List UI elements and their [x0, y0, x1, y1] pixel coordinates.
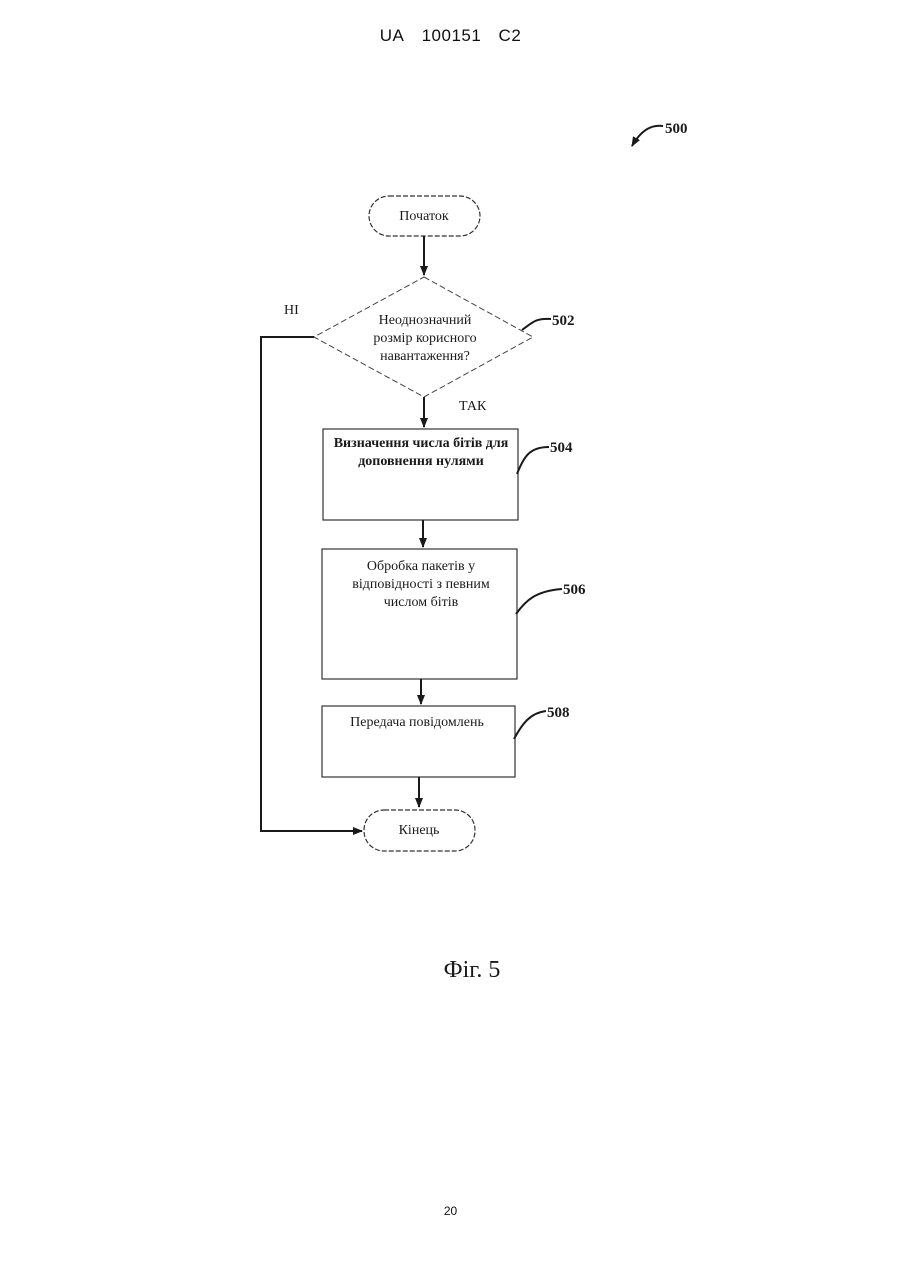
step-506-box: Обробка пакетів у відповідності з певним… [322, 549, 517, 679]
svg-text:506: 506 [563, 582, 586, 598]
ref-508: 508 [514, 705, 570, 739]
no-label: НІ [284, 303, 299, 318]
figure-caption: Фіг. 5 [444, 957, 501, 983]
svg-text:502: 502 [552, 313, 575, 329]
svg-text:504: 504 [550, 440, 573, 456]
decision-line-3: навантаження? [380, 349, 470, 364]
decision-line-2: розмір корисного [373, 331, 476, 346]
decision-line-1: Неоднозначний [379, 313, 472, 328]
start-terminal: Початок [369, 196, 480, 236]
ref-506: 506 [516, 582, 586, 614]
step-508-line-1: Передача повідомлень [350, 715, 484, 730]
step-508-box: Передача повідомлень [322, 706, 515, 777]
figure-ref-500: 500 [632, 121, 688, 146]
svg-text:508: 508 [547, 705, 570, 721]
ref-502: 502 [522, 313, 575, 330]
end-terminal: Кінець [364, 810, 475, 851]
decision-diamond: Неоднозначний розмір корисного навантаже… [314, 277, 533, 397]
ref-504: 504 [517, 440, 573, 474]
end-label: Кінець [399, 823, 440, 838]
yes-label: ТАК [459, 399, 487, 414]
step-506-line-3: числом бітів [384, 595, 459, 610]
step-506-line-2: відповідності з певним [352, 577, 490, 592]
svg-text:500: 500 [665, 121, 688, 137]
step-506-line-1: Обробка пакетів у [367, 559, 475, 574]
step-504-line-1: Визначення числа бітів для [334, 436, 509, 451]
page-number: 20 [0, 1204, 901, 1218]
step-504-box: Визначення числа бітів для доповнення ну… [323, 429, 518, 520]
start-label: Початок [399, 209, 449, 224]
step-504-line-2: доповнення нулями [358, 454, 484, 469]
